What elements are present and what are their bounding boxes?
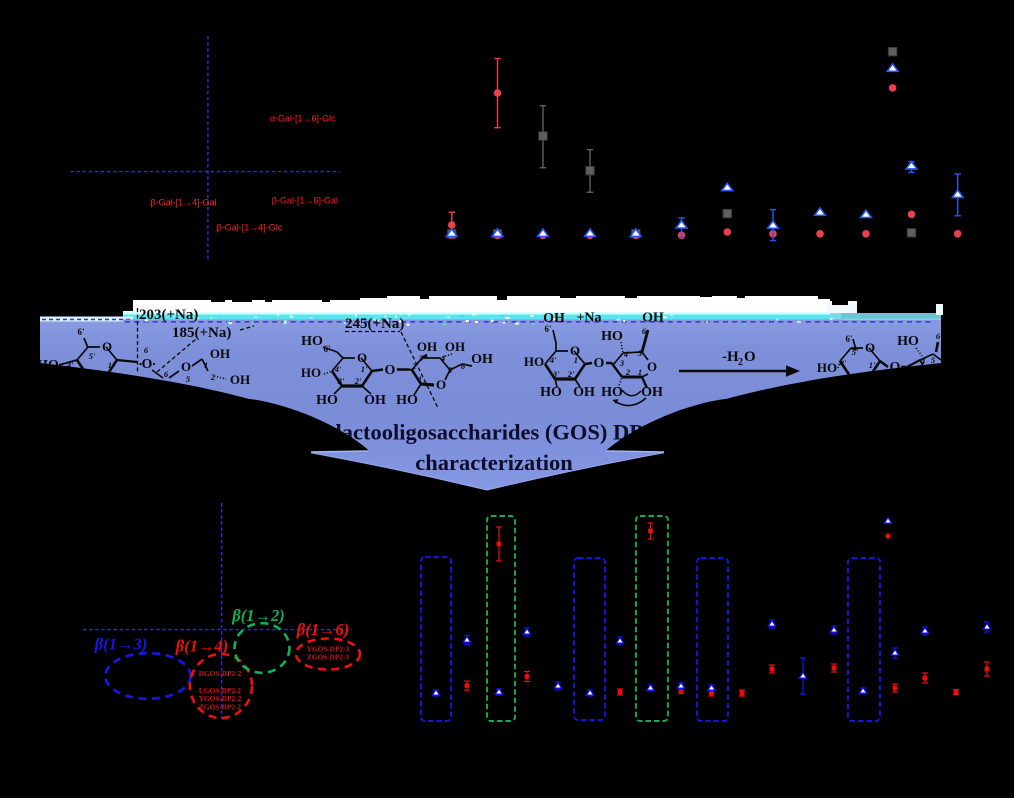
svg-text:OH: OH (641, 385, 663, 400)
svg-text:OH: OH (642, 311, 664, 326)
svg-text:HO: HO (540, 385, 562, 400)
svg-text:O: O (142, 357, 153, 372)
svg-text:4: 4 (440, 353, 445, 363)
svg-text:O: O (890, 360, 901, 375)
svg-text:2': 2' (354, 376, 362, 386)
svg-text:OH: OH (417, 339, 437, 354)
svg-text:2: 2 (210, 372, 216, 382)
svg-text:OH: OH (230, 372, 250, 387)
svg-text:3': 3' (552, 369, 560, 379)
svg-text:β(1→3): β(1→3) (94, 635, 147, 654)
svg-text:β-Gal-[1→4]-Gal: β-Gal-[1→4]-Gal (150, 197, 216, 207)
svg-text:DGOS-DP2-2: DGOS-DP2-2 (199, 669, 242, 678)
svg-text:β-Gal-[1→4]-Glc: β-Gal-[1→4]-Glc (217, 222, 283, 232)
svg-text:OH: OH (445, 339, 465, 354)
svg-text:OH: OH (364, 393, 386, 408)
svg-text:4': 4' (66, 360, 74, 370)
svg-text:5: 5 (931, 355, 936, 365)
svg-text:3: 3 (418, 353, 424, 363)
svg-text:5': 5' (852, 347, 859, 357)
svg-text:YGOS-DP2-2: YGOS-DP2-2 (199, 694, 242, 703)
svg-text:-H: -H (722, 349, 739, 365)
svg-text:ZGOS-DP2-2: ZGOS-DP2-2 (199, 703, 242, 712)
svg-text:HO: HO (601, 329, 623, 344)
svg-text:OH: OH (573, 385, 595, 400)
svg-text:HO: HO (817, 360, 837, 375)
svg-text:3: 3 (928, 367, 934, 377)
svg-text:5': 5' (89, 351, 96, 361)
svg-text:4: 4 (920, 356, 925, 366)
svg-text:HO: HO (37, 358, 59, 373)
svg-text:3': 3' (337, 376, 345, 386)
svg-text:2: 2 (625, 367, 631, 377)
svg-text:1: 1 (418, 374, 422, 384)
svg-text:2': 2' (567, 369, 575, 379)
svg-text:OH: OH (471, 352, 493, 367)
svg-text:6': 6' (845, 334, 852, 344)
svg-text:O: O (357, 350, 367, 365)
svg-text:O: O (865, 340, 875, 355)
svg-text:LGOS-DP2-2: LGOS-DP2-2 (199, 686, 242, 695)
svg-text:O: O (647, 359, 657, 374)
svg-text:OH: OH (210, 346, 230, 361)
svg-text:245(+Na): 245(+Na) (345, 316, 404, 332)
svg-text:4: 4 (623, 349, 628, 359)
svg-text:O: O (594, 356, 605, 371)
svg-text:4': 4' (839, 358, 847, 368)
svg-text:O: O (181, 359, 191, 374)
svg-text:characterization: characterization (415, 450, 573, 475)
svg-text:1': 1' (574, 355, 581, 365)
svg-text:1': 1' (361, 364, 368, 374)
svg-text:203(+Na): 203(+Na) (139, 307, 198, 323)
svg-text:YGOS-DP2-3: YGOS-DP2-3 (307, 645, 350, 654)
svg-text:6': 6' (77, 327, 84, 337)
svg-text:O: O (385, 363, 396, 378)
svg-text:HO: HO (316, 393, 338, 408)
svg-text:6: 6 (164, 369, 169, 379)
svg-text:HO: HO (396, 393, 418, 408)
svg-text:Galactooligosaccharides (GOS): Galactooligosaccharides (GOS) DP2 (307, 419, 654, 444)
svg-text:3: 3 (619, 358, 625, 368)
svg-text:2: 2 (738, 357, 743, 368)
svg-text:OH: OH (543, 311, 565, 326)
svg-text:6': 6' (323, 344, 330, 354)
svg-text:HO: HO (524, 354, 544, 369)
svg-text:2: 2 (411, 361, 417, 371)
svg-text:O: O (436, 377, 446, 392)
svg-text:HO: HO (897, 334, 919, 349)
svg-text:1: 1 (204, 360, 208, 370)
svg-text:β(1→6): β(1→6) (296, 620, 349, 639)
svg-text:5: 5 (638, 348, 643, 358)
svg-text:5: 5 (448, 365, 453, 375)
svg-text:HO: HO (301, 334, 323, 349)
svg-text:HO: HO (601, 385, 623, 400)
svg-text:1': 1' (108, 360, 115, 370)
svg-text:HO: HO (301, 365, 321, 380)
svg-text:6: 6 (642, 326, 647, 336)
svg-text:6: 6 (936, 331, 941, 341)
svg-text:4': 4' (549, 355, 557, 365)
svg-text:β(1→4): β(1→4) (175, 637, 228, 656)
svg-text:6: 6 (461, 361, 466, 371)
svg-text:O: O (102, 339, 112, 354)
svg-text:6: 6 (144, 345, 149, 355)
svg-text:α-Gal-[1→6]-Glc: α-Gal-[1→6]-Glc (270, 113, 336, 123)
svg-text:β-Gal-[1→6]-Gal: β-Gal-[1→6]-Gal (272, 195, 338, 205)
svg-text:5: 5 (186, 374, 191, 384)
svg-text:β(1→2): β(1→2) (231, 606, 284, 625)
svg-text:O: O (570, 343, 580, 358)
svg-text:4': 4' (334, 364, 342, 374)
svg-text:+Na: +Na (576, 311, 601, 326)
svg-text:185(+Na): 185(+Na) (172, 325, 231, 341)
svg-text:1: 1 (638, 367, 642, 377)
svg-text:O: O (744, 349, 756, 365)
svg-text:1': 1' (869, 360, 876, 370)
svg-text:6': 6' (544, 324, 551, 334)
svg-text:ZGOS-DP2-3: ZGOS-DP2-3 (307, 653, 350, 662)
